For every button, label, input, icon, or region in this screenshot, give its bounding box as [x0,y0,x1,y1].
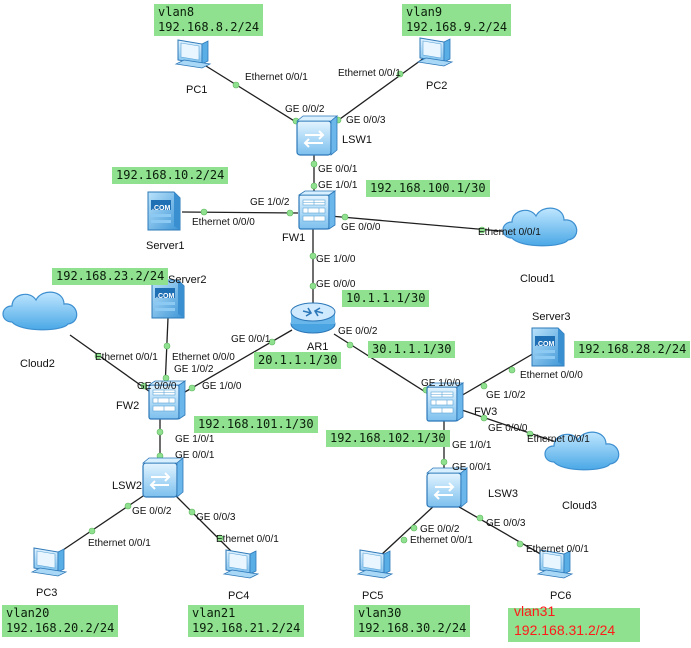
server3-name: Server3 [532,311,571,323]
port-lsw1-ge002: GE 0/0/2 [285,104,325,115]
pc1-name: PC1 [186,84,208,96]
fw2-downlink-ip-label: 192.168.101.1/30 [194,416,318,433]
server3-ip-label: 192.168.28.2/24 [574,341,691,358]
pc5-icon[interactable] [357,549,393,579]
pc3-icon[interactable] [31,547,67,577]
port-lsw2-ge003: GE 0/0/3 [196,512,236,523]
pc6-name: PC6 [550,590,572,602]
port-pc3-eth: Ethernet 0/0/1 [88,538,151,549]
fw1-uplink-ip-label: 192.168.100.1/30 [366,180,490,197]
port-fw2-ge000: GE 0/0/0 [137,381,177,392]
pc1-label: vlan8 192.168.8.2/24 [154,4,264,36]
pc3-name: PC3 [36,587,58,599]
pc2-icon[interactable] [417,37,453,67]
server1-com-text: .COM [152,205,170,212]
lsw2-name: LSW2 [112,480,142,492]
server1-name: Server1 [146,240,185,252]
ar1-router-icon[interactable] [290,302,336,334]
port-lsw3-ge003: GE 0/0/3 [486,518,526,529]
port-fw3-ge100: GE 1/0/0 [421,378,461,389]
link-fw3-server3 [453,351,537,401]
port-cloud1-eth: Ethernet 0/0/1 [478,227,541,238]
fw3-name: FW3 [474,406,498,418]
lsw2-switch-icon[interactable] [142,457,184,498]
pc4-label: vlan21 192.168.21.2/24 [188,605,305,637]
port-fw1-ge102: GE 1/0/2 [250,197,290,208]
pc2-label: vlan9 192.168.9.2/24 [402,4,512,36]
pc6-vlan-annotation: vlan31 [514,603,556,619]
port-cloud2-eth: Ethernet 0/0/1 [95,352,158,363]
port-ar1-ge001: GE 0/0/1 [231,334,271,345]
server3-com-text: .COM [536,341,554,348]
fw1-name: FW1 [282,232,306,244]
pc6-label-bg [508,608,640,642]
link-lsw3-pc6 [453,503,545,557]
server2-name: Server2 [168,274,207,286]
fw2-name: FW2 [116,400,140,412]
link-lsw3-pc5 [379,503,437,557]
link-lsw2-pc3 [59,489,153,553]
lsw1-switch-icon[interactable] [296,115,338,156]
port-cloud3-eth: Ethernet 0/0/1 [527,434,590,445]
port-fw1-ge100: GE 1/0/0 [316,254,356,265]
ar1-fw3-ip-label: 30.1.1.1/30 [368,341,456,358]
cloud1-name: Cloud1 [520,273,555,285]
port-fw1-ge000: GE 0/0/0 [341,222,381,233]
server2-com-text: .COM [156,293,174,300]
port-fw1-ge101: GE 1/0/1 [318,180,358,191]
lsw1-name: LSW1 [342,134,372,146]
port-fw3-ge102: GE 1/0/2 [486,390,526,401]
pc4-icon[interactable] [223,549,259,579]
link-server1-fw1 [181,211,299,214]
server2-ip-label: 192.168.23.2/24 [52,268,169,285]
port-lsw1-ge003: GE 0/0/3 [346,115,386,126]
port-lsw3-ge001: GE 0/0/1 [452,462,492,473]
pc6-ip-annotation: 192.168.31.2/24 [514,622,616,638]
fw1-firewall-icon[interactable] [298,190,336,230]
cloud2-icon[interactable] [2,291,78,331]
ar1-fw2-ip-label: 20.1.1.1/30 [254,352,342,369]
port-pc1-eth: Ethernet 0/0/1 [245,72,308,83]
port-fw2-ge101: GE 1/0/1 [175,434,215,445]
port-server3-eth: Ethernet 0/0/0 [520,370,583,381]
port-fw2-ge100: GE 1/0/0 [202,381,242,392]
port-pc5-eth: Ethernet 0/0/1 [410,535,473,546]
ar1-fw1-ip-label: 10.1.1.1/30 [342,290,430,307]
port-pc6-eth: Ethernet 0/0/1 [526,544,589,555]
pc1-icon[interactable] [175,39,211,69]
link-fw3-cloud3 [455,407,557,443]
ar1-name: AR1 [307,341,329,353]
port-lsw2-ge001: GE 0/0/1 [175,450,215,461]
port-pc2-eth: Ethernet 0/0/1 [338,68,401,79]
port-fw3-ge101: GE 1/0/1 [452,440,492,451]
pc5-label: vlan30 192.168.30.2/24 [354,605,471,637]
server1-ip-label: 192.168.10.2/24 [112,167,229,184]
pc4-name: PC4 [228,590,250,602]
lsw3-switch-icon[interactable] [426,467,468,508]
port-lsw1-ge001: GE 0/0/1 [318,164,358,175]
lsw3-name: LSW3 [488,488,518,500]
port-server2-eth: Ethernet 0/0/0 [172,352,235,363]
cloud2-name: Cloud2 [20,358,55,370]
port-server1-eth: Ethernet 0/0/0 [192,217,255,228]
port-ar1-ge000: GE 0/0/0 [316,279,356,290]
port-ar1-ge002: GE 0/0/2 [338,326,378,337]
fw3-downlink-ip-label: 192.168.102.1/30 [326,430,450,447]
port-pc4-eth: Ethernet 0/0/1 [216,534,279,545]
pc5-name: PC5 [362,590,384,602]
port-fw2-ge102: GE 1/0/2 [174,364,214,375]
link-cloud2-fw2 [69,334,154,395]
port-lsw2-ge002: GE 0/0/2 [132,506,172,517]
port-lsw3-ge002: GE 0/0/2 [420,524,460,535]
pc2-name: PC2 [426,80,448,92]
port-fw3-ge000: GE 0/0/0 [488,423,528,434]
link-lsw2-pc4 [169,489,237,557]
cloud3-name: Cloud3 [562,500,597,512]
pc3-label: vlan20 192.168.20.2/24 [2,605,119,637]
